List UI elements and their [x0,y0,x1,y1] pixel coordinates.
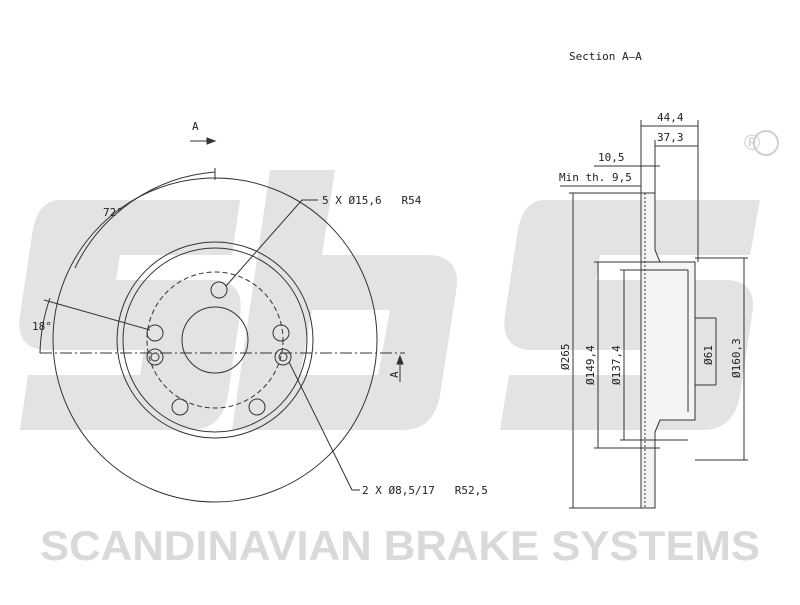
registered-circle-group [753,130,779,156]
section-marker-right-arrow [396,354,404,365]
dia-61-label: Ø61 [702,345,715,365]
angle-72-arc [74,171,216,269]
registered-circle [753,130,779,156]
dia-265-label: Ø265 [559,344,572,371]
dia-137-4-label: Ø137,4 [610,345,623,385]
dim-44-4-label: 44,4 [657,111,684,124]
disc-section-view [560,120,748,509]
brand-watermark-text: SCANDINAVIAN BRAKE SYSTEMS [40,522,760,569]
disc-front-view [39,137,405,503]
dim-10-5-label: 10,5 [598,151,625,164]
bolt-hole [272,324,290,342]
angle-18-leader [43,299,151,331]
dim-37-3-label: 37,3 [657,131,684,144]
dia-160-3-label: Ø160,3 [730,338,743,378]
bolt-holes-label: 5 X Ø15,6 R54 [322,194,422,207]
center-bore-circle [181,306,249,374]
section-profile [640,192,696,509]
bolt-hole [210,281,228,299]
section-marker-top-label: A [192,120,199,133]
bolt-hole [248,398,266,416]
dia-149-4-label: Ø149,4 [584,345,597,385]
angle-72-label: 72° [103,206,123,219]
bolt-holes-leader [225,199,318,287]
pin-holes-label: 2 X Ø8,5/17 R52,5 [362,484,488,497]
pin-hole [146,348,164,366]
section-marker-top-arrow [206,137,217,145]
bolt-pitch-circle [146,271,284,409]
bolt-hole [171,398,189,416]
disc-hat-inner-circle [122,247,308,433]
bolt-hole [146,324,164,342]
section-marker-right-label: A [388,371,401,378]
pin-hole [274,348,292,366]
section-title: Section A–A [569,50,642,63]
angle-18-label: 18° [32,320,52,333]
disc-hat-outer-circle [116,241,314,439]
min-th-label: Min th. 9,5 [559,171,632,184]
pin-holes-leader [288,361,360,491]
